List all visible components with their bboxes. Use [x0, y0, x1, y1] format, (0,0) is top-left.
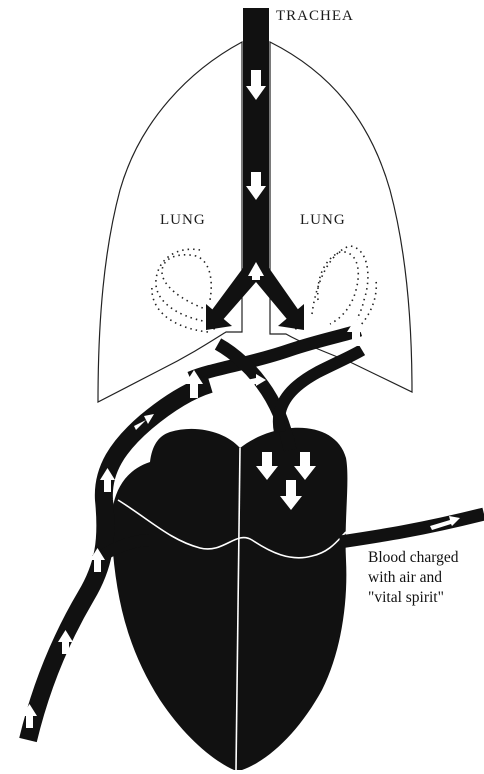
- caption-line-2: with air and: [368, 568, 459, 588]
- left-lung-label: LUNG: [160, 212, 206, 229]
- right-lung-label: LUNG: [300, 212, 346, 229]
- caption-line-3: "vital spirit": [368, 588, 459, 608]
- caption: Blood charged with air and "vital spirit…: [368, 548, 459, 608]
- pulmonary-branch: [279, 350, 362, 432]
- aorta: [340, 514, 484, 542]
- trachea-label: TRACHEA: [276, 8, 354, 25]
- caption-line-1: Blood charged: [368, 548, 459, 568]
- heart-body: [111, 428, 347, 770]
